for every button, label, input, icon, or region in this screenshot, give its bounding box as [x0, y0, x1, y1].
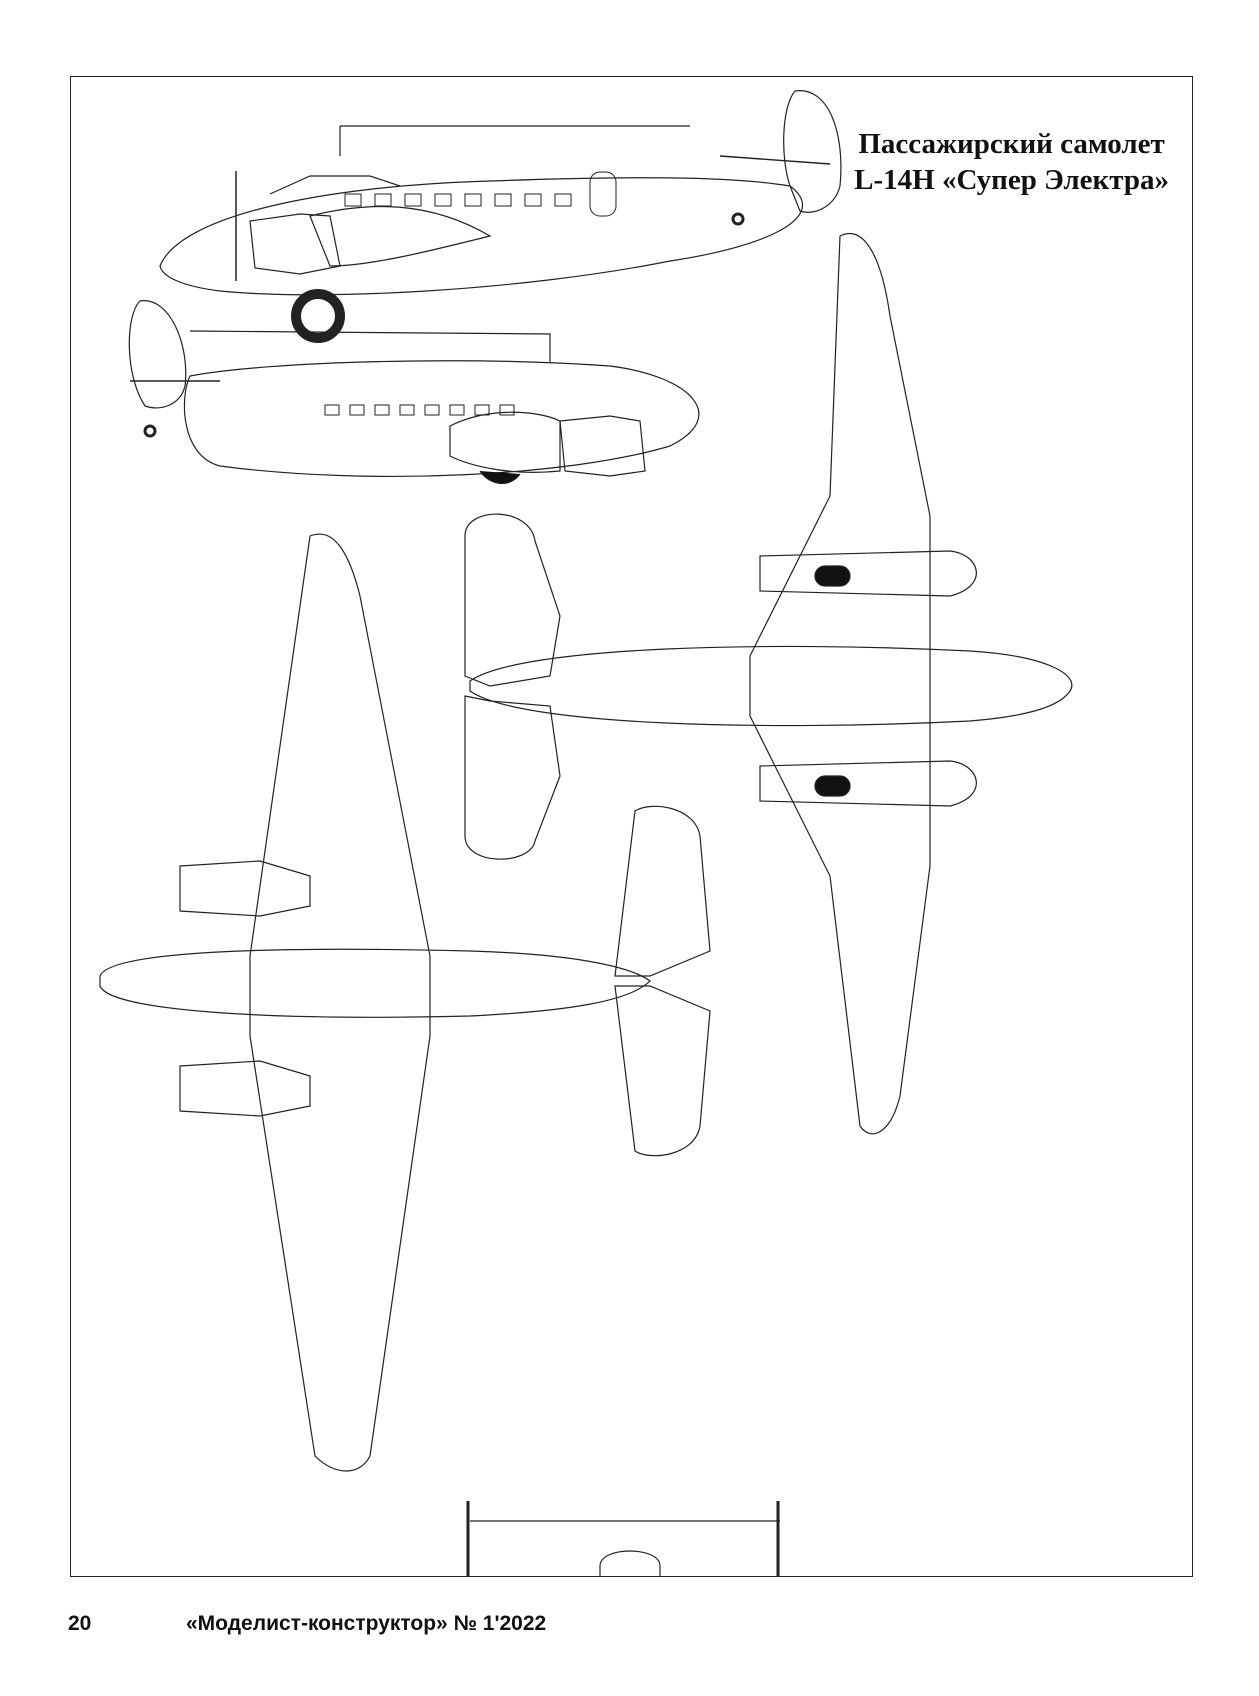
- title-line-1: Пассажирский самолет: [858, 128, 1165, 160]
- page-number: 20: [68, 1612, 92, 1635]
- top-nacelles: [759, 550, 977, 807]
- bottom-view: [99, 533, 711, 1472]
- side-view-left: [159, 90, 842, 343]
- page-frame: [70, 76, 1193, 1577]
- side-windows: [344, 171, 617, 217]
- aircraft-drawings: 0 1 2 3 м: [99, 90, 1073, 1577]
- side-view-right: [128, 300, 700, 484]
- front-view: [466, 1501, 780, 1577]
- drawing-title: Пассажирский самолет L-14H «Супер Электр…: [854, 126, 1169, 198]
- side-windows-2: [324, 404, 515, 416]
- magazine-issue: «Моделист-конструктор» № 1'2022: [186, 1612, 547, 1635]
- main-wheel-icon: [291, 289, 345, 343]
- top-view: [464, 232, 1073, 1135]
- title-line-2: L-14H «Супер Электра»: [854, 164, 1169, 196]
- bottom-nacelles: [179, 860, 311, 1117]
